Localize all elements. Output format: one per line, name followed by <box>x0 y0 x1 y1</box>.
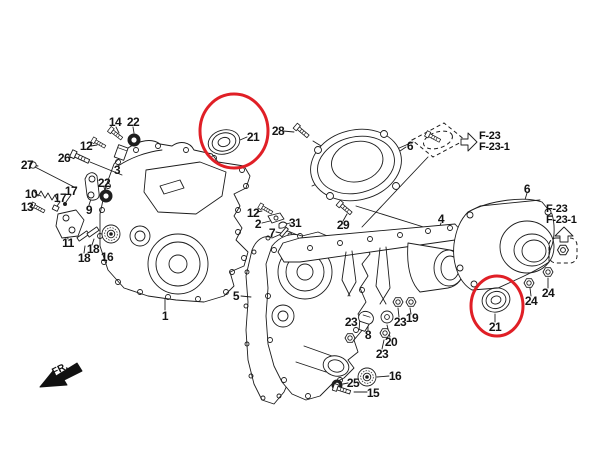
clip-31 <box>278 221 288 229</box>
part-number-label-22: 22 <box>97 176 111 190</box>
middle-small-parts <box>257 199 554 396</box>
part-number-label-20: 20 <box>384 335 398 349</box>
ring-20 <box>380 310 394 324</box>
shift-linkage-small-parts <box>29 126 141 244</box>
reference-callout-lower <box>548 226 578 264</box>
page-reference-line: F-23-1 <box>479 141 510 153</box>
oil-seal-lower <box>481 287 511 313</box>
bracket-11 <box>55 209 85 239</box>
part-number-label-7: 7 <box>268 226 276 240</box>
page-reference-line: F-23 <box>546 203 568 215</box>
part-number-label-24: 24 <box>541 286 555 300</box>
part-number-label-25: 25 <box>346 376 360 390</box>
part-number-label-16: 16 <box>388 369 402 383</box>
part-number-label-19: 19 <box>405 311 419 325</box>
part-number-label-23: 23 <box>344 315 358 329</box>
part-number-label-2: 2 <box>254 217 262 231</box>
part-number-label-21: 21 <box>488 320 502 334</box>
side-cover-lower-drawing <box>453 198 555 291</box>
front-direction-arrow-icon <box>39 362 83 388</box>
part-number-label-1: 1 <box>161 309 169 323</box>
part-number-label-16: 16 <box>100 250 114 264</box>
plug-8 <box>358 310 374 332</box>
part-number-label-24: 24 <box>524 294 538 308</box>
part-number-label-10: 10 <box>24 187 38 201</box>
part-number-label-23: 23 <box>393 315 407 329</box>
oil-seal-upper <box>207 129 241 155</box>
part-number-label-26: 26 <box>57 151 71 165</box>
part-number-label-8: 8 <box>364 328 372 342</box>
part-number-label-17: 17 <box>64 184 78 198</box>
page-reference-line: F-23 <box>479 130 501 142</box>
arrow-up-icon <box>554 226 574 243</box>
reference-callout-upper <box>411 122 478 158</box>
plate-2 <box>267 212 285 224</box>
side-cover-upper-drawing <box>292 122 402 202</box>
part-number-label-17: 17 <box>53 191 67 205</box>
part-number-label-22: 22 <box>126 115 140 129</box>
part-number-label-31: 31 <box>288 216 302 230</box>
spring-10 <box>33 190 59 203</box>
arrow-right-icon <box>460 132 478 152</box>
main-case-drawing <box>97 140 251 303</box>
case-rail-drawing <box>277 223 465 305</box>
rod-27 <box>29 161 77 189</box>
part-number-label-3: 3 <box>113 163 121 177</box>
highlight-circle-lower-21 <box>469 274 525 338</box>
part-number-label-6: 6 <box>523 182 531 196</box>
part-number-label-14: 14 <box>108 115 122 129</box>
part-number-label-12: 12 <box>246 206 260 220</box>
page-reference-line: F-23-1 <box>546 214 577 226</box>
part-number-label-9: 9 <box>85 203 93 217</box>
collar-3 <box>113 144 129 161</box>
part-number-label-18: 18 <box>77 251 91 265</box>
part-number-label-5: 5 <box>232 289 240 303</box>
part-number-label-27: 27 <box>20 158 34 172</box>
part-number-label-18: 18 <box>86 242 100 256</box>
part-number-label-15: 15 <box>366 386 380 400</box>
highlight-circle-upper-21 <box>198 92 270 170</box>
part-number-label-29: 29 <box>336 218 350 232</box>
rear-case-drawing <box>265 231 371 401</box>
part-number-label-21: 21 <box>246 130 260 144</box>
part-number-label-12: 12 <box>79 139 93 153</box>
part-number-label-23: 23 <box>375 347 389 361</box>
stud-7 <box>279 226 289 238</box>
link-9 <box>84 172 100 201</box>
part-number-label-13: 13 <box>20 200 34 214</box>
part-number-label-4: 4 <box>437 212 445 226</box>
part-number-label-6: 6 <box>406 139 414 153</box>
part-number-label-28: 28 <box>271 124 285 138</box>
part-number-label-11: 11 <box>62 236 74 250</box>
